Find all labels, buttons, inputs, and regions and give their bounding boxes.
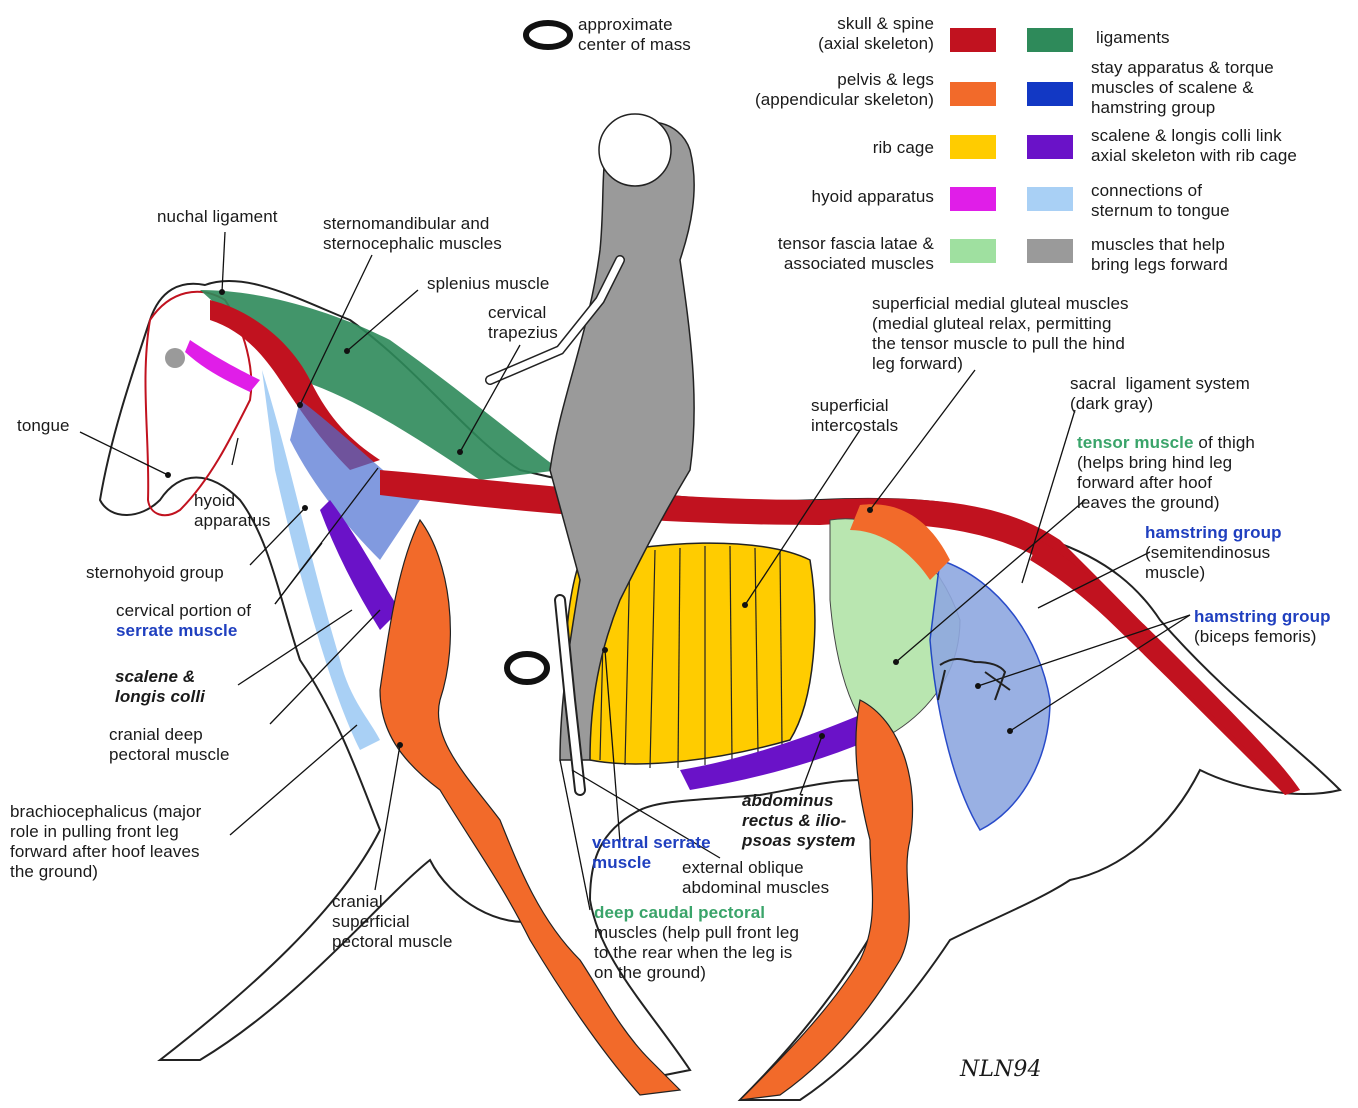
label-hamstring-1-desc: (semitendinosus muscle) <box>1145 543 1270 583</box>
label-external-oblique: external oblique abdominal muscles <box>682 858 829 898</box>
label-tongue: tongue <box>17 416 70 436</box>
legend-label-forward: muscles that help bring legs forward <box>1091 235 1228 275</box>
label-superficial-intercostals: superficial intercostals <box>811 396 898 436</box>
legend-label-appendicular: pelvis & legs (appendicular skeleton) <box>755 70 934 110</box>
label-deep-caudal-pectoral-b: muscles (help pull front leg to the rear… <box>594 923 799 983</box>
legend-center-of-mass-icon <box>526 23 570 47</box>
legend-swatch-hyoid <box>950 187 996 211</box>
legend-label-hyoid: hyoid apparatus <box>812 187 934 207</box>
label-cervical-serrate-b: serrate muscle <box>116 621 237 641</box>
label-cranial-deep-pectoral: cranial deep pectoral muscle <box>109 725 230 765</box>
label-tensor-a: tensor muscle <box>1077 433 1194 452</box>
label-gluteal: superficial medial gluteal muscles (medi… <box>872 294 1129 374</box>
legend-swatch-tensor <box>950 239 996 263</box>
legend-swatch-ribs <box>950 135 996 159</box>
label-cervical-serrate-a: cervical portion of <box>116 601 251 621</box>
legend-swatch-axial <box>950 28 996 52</box>
label-tensor-muscle: tensor muscle of thigh <box>1077 433 1255 453</box>
legend-swatch-scalene <box>1027 135 1073 159</box>
label-abdominus: abdominus rectus & ilio- psoas system <box>742 791 856 851</box>
label-sternomandibular: sternomandibular and sternocephalic musc… <box>323 214 502 254</box>
label-splenius: splenius muscle <box>427 274 549 294</box>
legend-swatch-appendicular <box>950 82 996 106</box>
label-tensor-desc: (helps bring hind leg forward after hoof… <box>1077 453 1232 513</box>
label-hamstring-1-title: hamstring group <box>1145 523 1282 543</box>
label-brachiocephalicus: brachiocephalicus (major role in pulling… <box>10 802 201 882</box>
label-deep-caudal-pectoral-a: deep caudal pectoral <box>594 903 765 923</box>
legend-label-scalene: scalene & longis colli link axial skelet… <box>1091 126 1297 166</box>
legend-label-ligaments: ligaments <box>1096 28 1170 48</box>
legend-swatch-ligaments <box>1027 28 1073 52</box>
signature: NLN94 <box>960 1060 1042 1080</box>
legend-swatch-forward <box>1027 239 1073 263</box>
legend-label-tensor: tensor fascia latae & associated muscles <box>778 234 934 274</box>
legend-label-sternum: connections of sternum to tongue <box>1091 181 1230 221</box>
legend-center-of-mass-label: approximate center of mass <box>578 15 691 55</box>
label-tensor-b: of thigh <box>1194 433 1255 452</box>
label-cervical-trapezius: cervical trapezius <box>488 303 558 343</box>
legend-label-ribs: rib cage <box>873 138 934 158</box>
label-cranial-superficial-pectoral: cranial superficial pectoral muscle <box>332 892 453 952</box>
legend-label-axial: skull & spine (axial skeleton) <box>818 14 934 54</box>
label-hamstring-2-desc: (biceps femoris) <box>1194 627 1317 647</box>
eye-icon <box>165 348 185 368</box>
label-hamstring-2-title: hamstring group <box>1194 607 1331 627</box>
label-nuchal-ligament: nuchal ligament <box>157 207 278 227</box>
label-sternohyoid: sternohyoid group <box>86 563 224 583</box>
legend-swatch-stay <box>1027 82 1073 106</box>
label-scalene-longis: scalene & longis colli <box>115 667 205 707</box>
label-sacral-ligament: sacral ligament system (dark gray) <box>1070 374 1250 414</box>
legend-label-stay: stay apparatus & torque muscles of scale… <box>1091 58 1274 118</box>
legend-swatch-sternum <box>1027 187 1073 211</box>
label-hyoid-apparatus: hyoid apparatus <box>194 491 271 531</box>
